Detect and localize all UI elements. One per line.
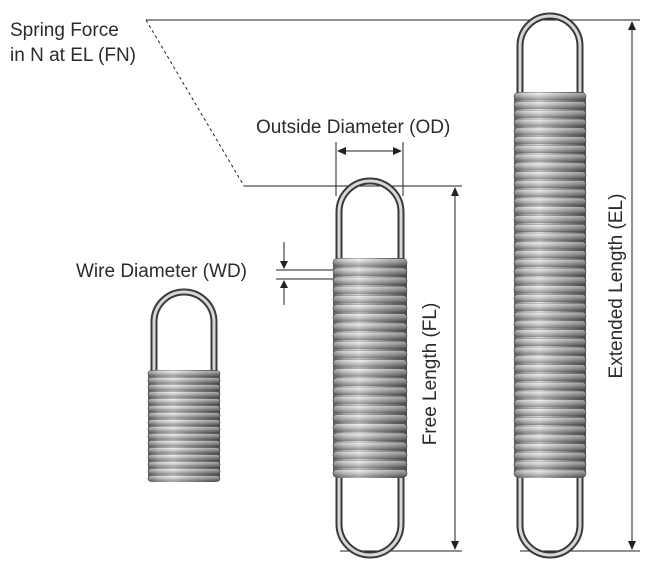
free-spring-bottom-hook-outline <box>335 474 405 559</box>
extended-length-arrowhead-bottom <box>628 541 636 550</box>
outside-diameter-label: Outside Diameter (OD) <box>256 117 451 138</box>
od-arrowhead-left <box>337 147 346 155</box>
small-spring-top-hook <box>152 290 216 374</box>
free-spring <box>332 177 408 559</box>
extended-spring-shade <box>514 92 586 478</box>
extended-spring-top-hook <box>518 14 582 96</box>
spring-force-label-line2: in N at EL (FN) <box>10 45 136 66</box>
spring-force-label-line1: Spring Force <box>10 20 119 41</box>
wd-arrowhead-bottom <box>280 280 288 288</box>
free-spring-bottom-hook <box>337 474 403 557</box>
free-length-arrowhead-bottom <box>451 541 459 550</box>
wd-arrowhead-top <box>280 261 288 269</box>
free-length-arrowhead-top <box>451 187 459 196</box>
extended-length-arrowhead-top <box>628 21 636 30</box>
free-length-label: Free Length (FL) <box>420 302 441 446</box>
extended-spring-bottom-hook <box>518 474 582 557</box>
extended-length-label: Extended Length (EL) <box>606 193 627 379</box>
free-spring-shade <box>333 258 407 478</box>
free-spring-top-hook-outline <box>335 177 405 262</box>
arrow-heads <box>280 21 636 550</box>
extended-spring <box>513 12 587 559</box>
wire-diameter-label: Wire Diameter (WD) <box>76 261 247 282</box>
extended-spring-top-hook-outline <box>516 12 584 96</box>
extended-spring-bottom-hook-outline <box>516 474 584 559</box>
free-spring-top-hook <box>337 179 403 262</box>
small-spring-shade <box>148 370 220 482</box>
small-spring-top-hook-outline <box>150 288 218 374</box>
small-spring <box>147 288 221 482</box>
springs <box>147 12 587 559</box>
od-arrowhead-right <box>393 147 402 155</box>
spring-force-leader <box>145 19 245 187</box>
